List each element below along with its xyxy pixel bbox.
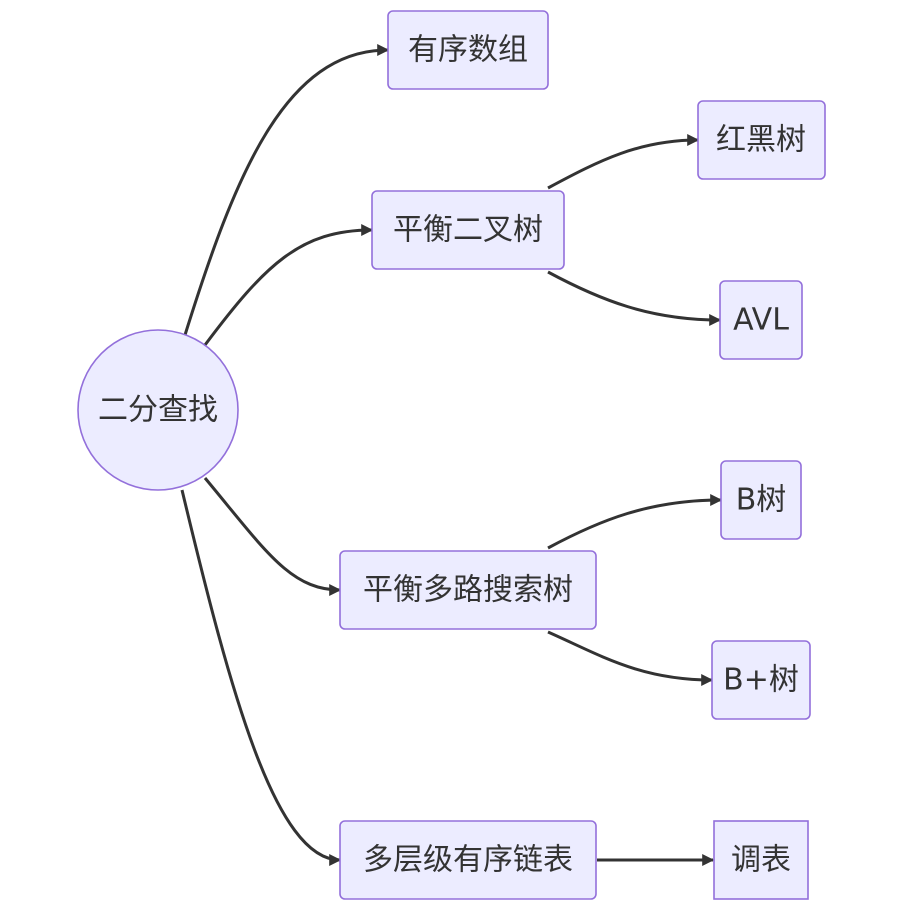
node-balanced-bst-label: 平衡二叉树: [393, 213, 543, 248]
edge-root-skip-list: [180, 489, 342, 866]
node-balanced-bst-shape: [371, 190, 565, 270]
node-red-black-shape: [697, 100, 826, 180]
node-b-plus-tree-label: B+树: [723, 663, 799, 698]
edges: [180, 44, 723, 866]
node-b-tree-label: B树: [736, 483, 787, 518]
node-skip-list-shape: [339, 820, 597, 900]
node-balanced-multiway[interactable]: 平衡多路搜索树: [339, 550, 597, 630]
root-node[interactable]: 二分查找: [77, 329, 239, 491]
node-sorted-array[interactable]: 有序数组: [387, 10, 549, 90]
node-skip-list-alias-shape: [713, 820, 809, 900]
node-red-black-label: 红黑树: [716, 123, 806, 158]
edge-balanced-multiway-b-plus-tree: [547, 630, 714, 686]
root-node-shape: [77, 329, 239, 491]
node-b-tree-shape: [720, 460, 802, 540]
node-balanced-bst[interactable]: 平衡二叉树: [371, 190, 565, 270]
root-node-label: 二分查找: [98, 393, 218, 428]
node-sorted-array-shape: [387, 10, 549, 90]
node-b-plus-tree[interactable]: B+树: [711, 640, 811, 720]
node-b-plus-tree-shape: [711, 640, 811, 720]
node-skip-list[interactable]: 多层级有序链表: [339, 820, 597, 900]
node-balanced-multiway-shape: [339, 550, 597, 630]
edge-balanced-bst-red-black: [547, 134, 700, 190]
node-avl-label: AVL: [733, 303, 789, 338]
node-skip-list-alias-label: 调表: [731, 843, 791, 878]
node-sorted-array-label: 有序数组: [408, 33, 528, 68]
edge-root-balanced-bst: [203, 224, 374, 346]
node-b-tree[interactable]: B树: [720, 460, 802, 540]
edge-balanced-bst-avl: [547, 270, 722, 326]
node-balanced-multiway-label: 平衡多路搜索树: [363, 573, 573, 608]
node-red-black[interactable]: 红黑树: [697, 100, 826, 180]
node-avl[interactable]: AVL: [719, 280, 803, 360]
edge-root-balanced-multiway: [203, 477, 342, 596]
node-skip-list-label: 多层级有序链表: [363, 843, 573, 878]
node-avl-shape: [719, 280, 803, 360]
edge-root-sorted-array: [183, 44, 390, 336]
edge-balanced-multiway-b-tree: [547, 494, 723, 550]
node-skip-list-alias[interactable]: 调表: [713, 820, 809, 900]
